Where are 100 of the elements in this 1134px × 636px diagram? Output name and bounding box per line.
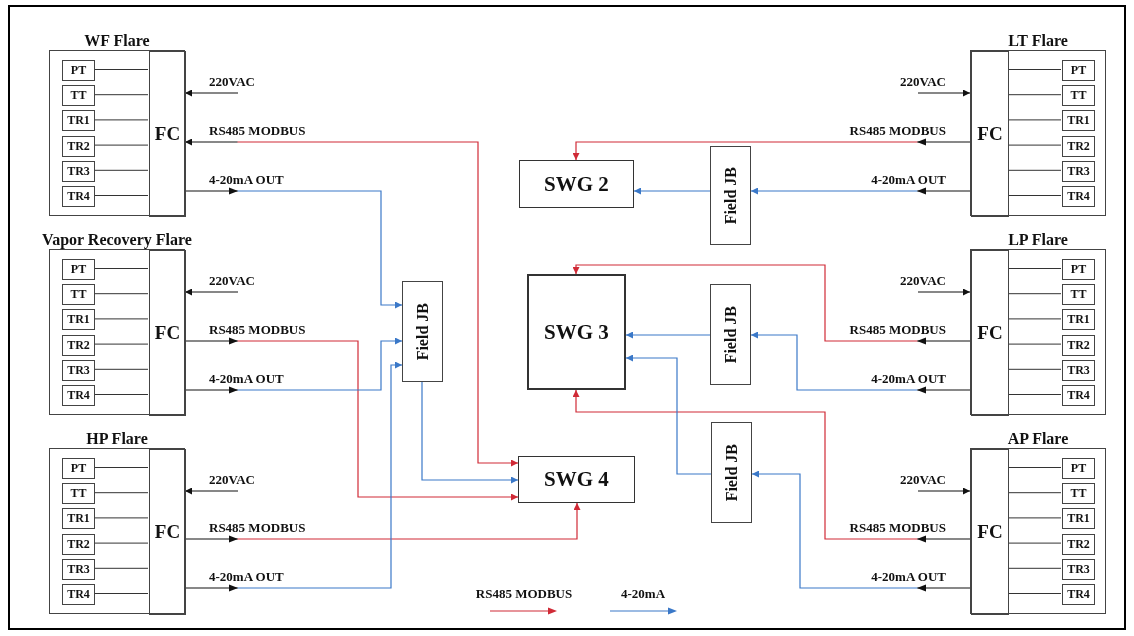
flare-title: AP Flare: [1006, 430, 1070, 448]
sensor-box: TR4: [1062, 385, 1095, 406]
wire-line: [1007, 542, 1062, 544]
controller-box: FC: [149, 449, 186, 615]
wire-line: [93, 394, 149, 395]
wire-line: [1007, 567, 1062, 569]
wire-line: [93, 593, 149, 594]
switchgear-box: SWG 4: [518, 456, 635, 503]
wire-line: [93, 195, 149, 196]
junction-box: Field JB: [710, 284, 751, 385]
wire-line: [1007, 318, 1062, 320]
sensor-box: TR2: [1062, 334, 1095, 356]
sensor-box: TR2: [62, 533, 95, 555]
sensor-box: TR2: [62, 334, 95, 356]
wire-line: [1007, 517, 1062, 519]
flare-title: HP Flare: [85, 430, 149, 448]
sensor-box: PT: [1062, 458, 1095, 479]
arrow: [917, 487, 971, 495]
wire-line: [93, 542, 149, 544]
edge-label: 4-20mA OUT: [871, 569, 946, 584]
wire-line: [1007, 195, 1062, 196]
sensor-box: TR3: [62, 160, 95, 182]
arrow: [625, 331, 711, 339]
edge-label: RS485 MODBUS: [209, 123, 306, 138]
wire-line: [93, 169, 149, 171]
wire-line: [1007, 343, 1062, 345]
arrow: [184, 487, 239, 495]
wire-line: [1007, 492, 1062, 494]
sensor-box: PT: [62, 259, 95, 280]
wire-line: [1007, 293, 1062, 295]
sensor-box: PT: [1062, 259, 1095, 280]
flare-title: Vapor Recovery Flare: [41, 231, 193, 249]
legend-label: 4-20mA: [621, 586, 665, 601]
sensor-box: TT: [62, 85, 95, 107]
sensor-box: TR4: [1062, 186, 1095, 207]
controller-box: FC: [971, 51, 1009, 217]
junction-box: Field JB: [711, 422, 752, 523]
flare-title: WF Flare: [83, 32, 151, 50]
edge-label: 4-20mA OUT: [871, 172, 946, 187]
sensor-box: TT: [1062, 85, 1095, 107]
wire-line: [93, 144, 149, 146]
wire-line: [1007, 368, 1062, 370]
sensor-box: TR3: [1062, 558, 1095, 580]
switchgear-box: SWG 3: [527, 274, 626, 390]
wire-line: [1007, 467, 1062, 468]
edge-label: 220VAC: [900, 74, 946, 89]
wire-line: [93, 368, 149, 370]
wire-line: [93, 343, 149, 345]
edge-label: 4-20mA OUT: [209, 569, 284, 584]
sensor-box: PT: [62, 60, 95, 81]
edge-label: RS485 MODBUS: [849, 123, 946, 138]
arrow: [625, 354, 712, 475]
junction-box: Field JB: [710, 146, 751, 245]
wire-line: [1007, 144, 1062, 146]
switchgear-box: SWG 2: [519, 160, 634, 208]
wire-line: [1007, 394, 1062, 395]
sensor-box: TR4: [62, 385, 95, 406]
sensor-box: TR1: [62, 309, 95, 331]
wire-line: [93, 318, 149, 320]
edge-label: 4-20mA OUT: [209, 172, 284, 187]
edge-label: RS485 MODBUS: [849, 322, 946, 337]
wire-line: [1007, 94, 1062, 96]
edge-label: 220VAC: [209, 273, 255, 288]
edge-label: 220VAC: [900, 472, 946, 487]
sensor-box: TT: [62, 284, 95, 306]
arrow: [917, 89, 971, 97]
controller-box: FC: [971, 250, 1009, 416]
sensor-box: TR4: [62, 584, 95, 605]
wire-line: [93, 467, 149, 468]
wire-line: [93, 69, 149, 70]
wire-line: [93, 567, 149, 569]
edge-label: 220VAC: [209, 472, 255, 487]
sensor-box: TR3: [62, 558, 95, 580]
edge-label: 4-20mA OUT: [871, 371, 946, 386]
wire-line: [93, 268, 149, 269]
flare-title: LP Flare: [1007, 231, 1069, 249]
wire-line: [93, 119, 149, 121]
edge-label: RS485 MODBUS: [849, 520, 946, 535]
sensor-box: TR1: [62, 110, 95, 132]
sensor-box: TR1: [1062, 508, 1095, 530]
sensor-box: TR4: [1062, 584, 1095, 605]
legend-label: RS485 MODBUS: [475, 586, 573, 601]
sensor-box: TR1: [1062, 110, 1095, 132]
arrow: [421, 381, 519, 484]
junction-box: Field JB: [402, 281, 443, 382]
wire-line: [1007, 268, 1062, 269]
sensor-box: PT: [62, 458, 95, 479]
sensor-box: TT: [1062, 483, 1095, 505]
sensor-box: TT: [1062, 284, 1095, 306]
flare-title: LT Flare: [1007, 32, 1069, 50]
sensor-box: TT: [62, 483, 95, 505]
sensor-box: TR2: [1062, 135, 1095, 157]
controller-box: FC: [149, 51, 186, 217]
wire-line: [1007, 119, 1062, 121]
controller-box: FC: [971, 449, 1009, 615]
edge-label: 220VAC: [900, 273, 946, 288]
sensor-box: TR1: [1062, 309, 1095, 331]
arrow: [917, 288, 971, 296]
arrow: [184, 288, 239, 296]
sensor-box: PT: [1062, 60, 1095, 81]
